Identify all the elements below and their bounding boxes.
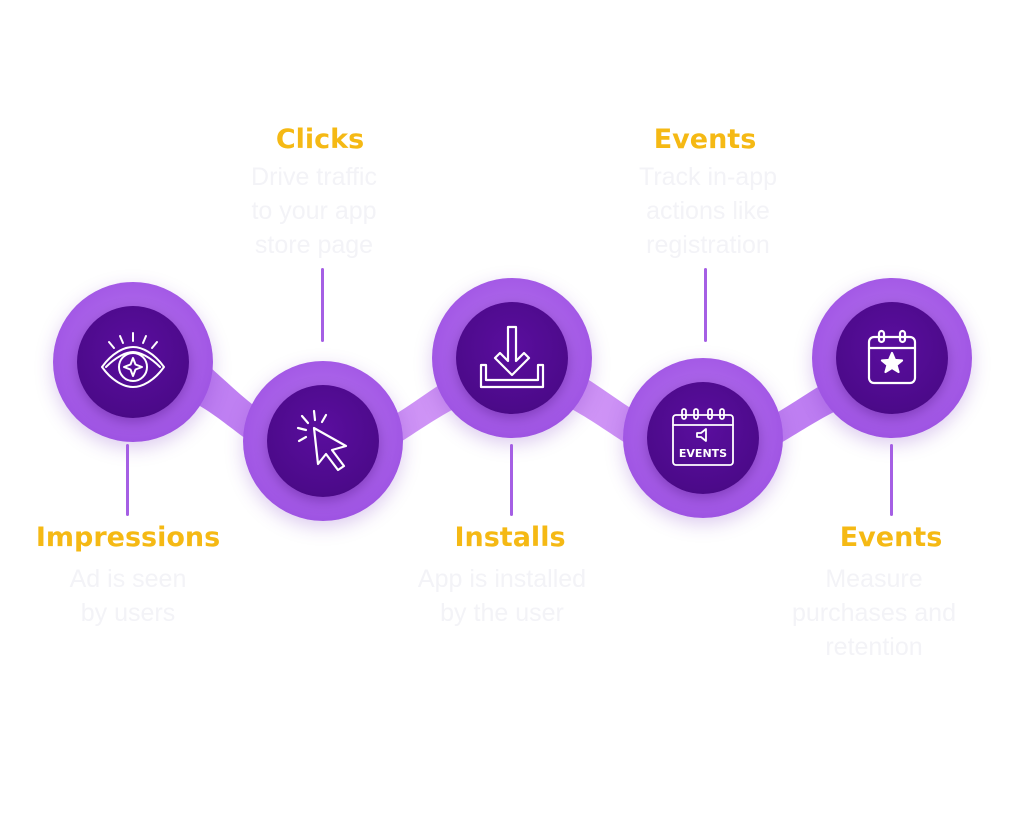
svg-text:EVENTS: EVENTS [679, 447, 727, 460]
events-calendar-icon: EVENTS [672, 408, 734, 466]
step-clicks-node [243, 361, 403, 521]
step-clicks-description: Drive traffic to your app store page [251, 163, 377, 259]
step-events-2-node [812, 278, 972, 438]
step-events-inner: EVENTS [647, 382, 759, 494]
eye-icon [101, 332, 165, 388]
step-events-2-title: Events [839, 522, 943, 553]
step-clicks-inner [267, 385, 379, 497]
step-events-description: Track in-app actions like registration [638, 163, 777, 259]
step-events-2-description: Measure purchases and retention [791, 565, 956, 661]
step-impressions-title: Impressions [35, 522, 221, 553]
connector-installs [510, 444, 513, 516]
step-installs-title: Installs [454, 522, 566, 553]
download-icon [479, 325, 545, 389]
cursor-click-icon [296, 409, 348, 472]
step-installs-node [432, 278, 592, 438]
step-installs-description: App is installed by the user [417, 565, 587, 627]
connector-impressions [126, 444, 129, 516]
connector-events-2 [890, 444, 893, 516]
connector-events [704, 268, 707, 342]
step-impressions-description: Ad is seen by users [69, 565, 187, 627]
step-clicks-title: Clicks [275, 124, 365, 155]
step-impressions-node [53, 282, 213, 442]
step-events-2-inner [836, 302, 948, 414]
connector-clicks [321, 268, 324, 342]
step-events-node: EVENTS [623, 358, 783, 518]
step-events-title: Events [653, 124, 757, 155]
step-impressions-inner [77, 306, 189, 418]
calendar-star-icon [867, 329, 917, 385]
step-installs-inner [456, 302, 568, 414]
